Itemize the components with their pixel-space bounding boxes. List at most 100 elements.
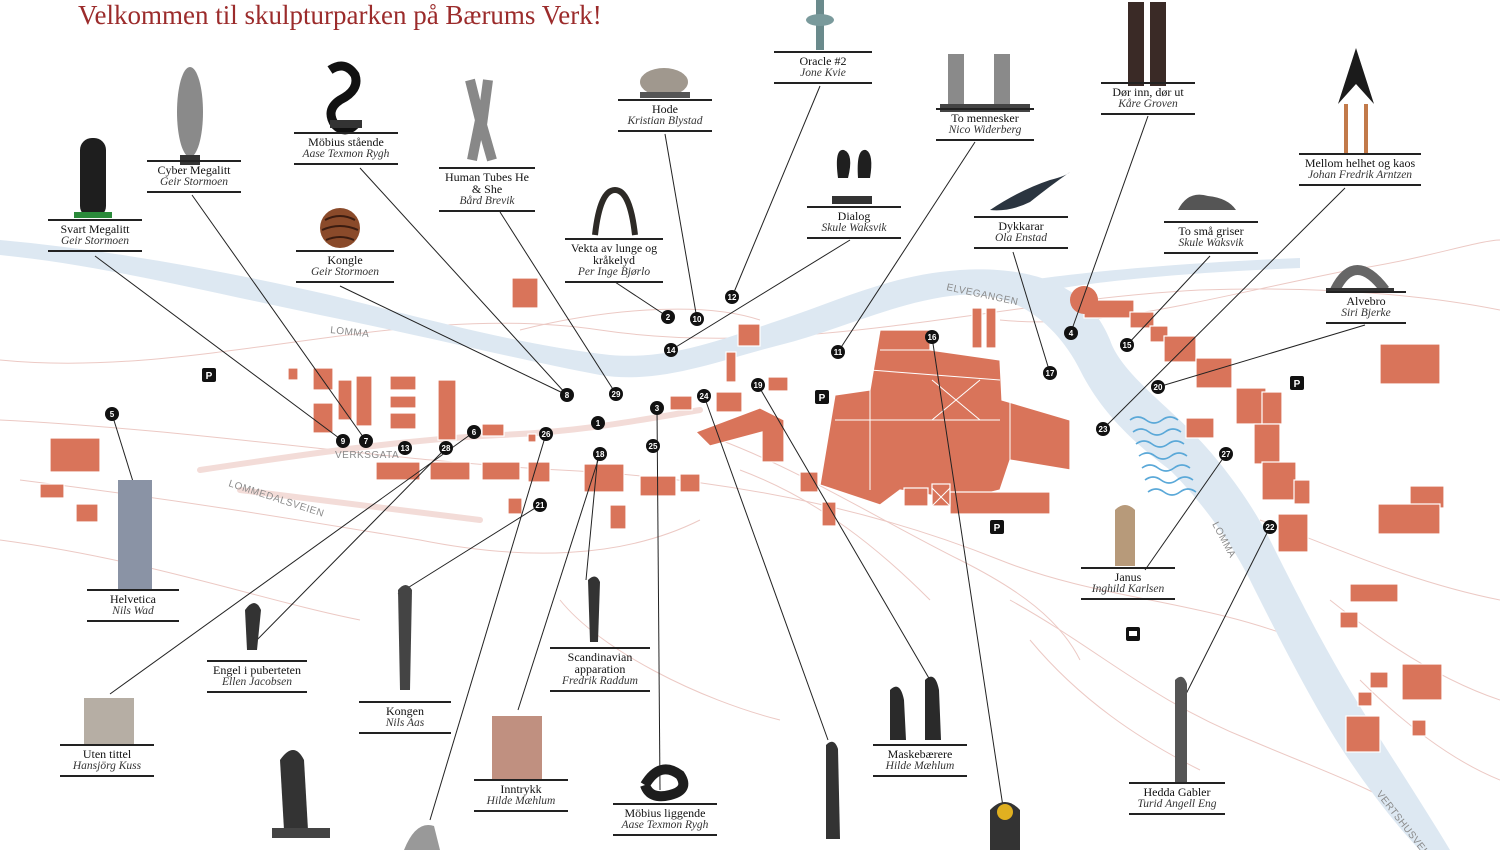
marker-3[interactable]: 3 xyxy=(650,401,664,415)
svg-text:4: 4 xyxy=(1069,329,1074,338)
marker-26[interactable]: 26 xyxy=(539,427,553,441)
label-hode[interactable]: Hode Kristian Blystad xyxy=(618,99,712,132)
marker-18[interactable]: 18 xyxy=(593,447,607,461)
parking-icon[interactable]: P xyxy=(815,390,829,404)
sculpture-artist: Johan Fredrik Arntzen xyxy=(1307,169,1413,181)
label-mellom-helhet-og-kaos[interactable]: Mellom helhet og kaos Johan Fredrik Arnt… xyxy=(1299,153,1421,186)
page-title: Velkommen til skulpturparken på Bærums V… xyxy=(78,0,602,30)
parking-icon[interactable]: P xyxy=(1290,376,1304,390)
marker-29[interactable]: 29 xyxy=(609,387,623,401)
sculpture-name: Dialog xyxy=(837,209,871,223)
marker-11[interactable]: 11 xyxy=(831,345,845,359)
svg-text:18: 18 xyxy=(596,450,605,459)
parking-group[interactable]: P P P P xyxy=(202,368,1304,534)
sculpture-name: Helvetica xyxy=(110,592,156,606)
label-helvetica[interactable]: Helvetica Nils Wad xyxy=(87,589,179,622)
marker-28[interactable]: 28 xyxy=(439,441,453,455)
dykkarar-image xyxy=(990,172,1070,211)
svg-text:29: 29 xyxy=(612,390,621,399)
sculpture-name: Cyber Megalitt xyxy=(157,163,231,177)
label-vekta[interactable]: Vekta av lunge og kråkelyd Per Inge Bjør… xyxy=(565,238,663,283)
label-kongle[interactable]: Kongle Geir Stormoen xyxy=(296,250,394,283)
sculpture-artist: Fredrik Raddum xyxy=(562,675,638,687)
svg-text:24: 24 xyxy=(700,392,709,401)
marker-14[interactable]: 14 xyxy=(664,343,678,357)
svg-text:19: 19 xyxy=(754,381,763,390)
svg-text:P: P xyxy=(1294,379,1301,390)
label-oracle[interactable]: Oracle #2 Jone Kvie xyxy=(774,51,872,84)
label-to-sma-griser[interactable]: To små griser Skule Waksvik xyxy=(1164,221,1258,254)
marker-19[interactable]: 19 xyxy=(751,378,765,392)
label-mobius-staende[interactable]: Möbius stående Aase Texmon Rygh xyxy=(294,132,398,165)
marker-9[interactable]: 9 xyxy=(336,434,350,448)
label-scandinavian-apparation[interactable]: Scandinavian apparation Fredrik Raddum xyxy=(550,647,650,692)
bus-stop-icon[interactable] xyxy=(1126,627,1140,641)
sculpture-name: Inntrykk xyxy=(500,782,542,796)
sculpture-artist: Turid Angell Eng xyxy=(1137,798,1217,810)
marker-5[interactable]: 5 xyxy=(105,407,119,421)
marker-12[interactable]: 12 xyxy=(725,290,739,304)
marker-16[interactable]: 16 xyxy=(925,330,939,344)
label-janus[interactable]: Janus Inghild Karlsen xyxy=(1081,567,1175,600)
marker-10[interactable]: 10 xyxy=(690,312,704,326)
marker-6[interactable]: 6 xyxy=(467,425,481,439)
marker-1[interactable]: 1 xyxy=(591,416,605,430)
sculpture-artist: Kåre Groven xyxy=(1118,98,1178,110)
parking-icon[interactable]: P xyxy=(202,368,216,382)
sculpture-artist: Siri Bjerke xyxy=(1341,307,1391,319)
marker-22[interactable]: 22 xyxy=(1263,520,1277,534)
marker-8[interactable]: 8 xyxy=(560,388,574,402)
label-svart-megalitt[interactable]: Svart Megalitt Geir Stormoen xyxy=(48,219,142,252)
horse-head-image xyxy=(404,825,440,850)
sculpture-artist: Hilde Mæhlum xyxy=(885,760,955,772)
hode-image xyxy=(640,68,688,96)
marker-7[interactable]: 7 xyxy=(359,434,373,448)
sculpture-artist: Aase Texmon Rygh xyxy=(621,819,709,831)
helvetica-image xyxy=(118,480,152,590)
svg-text:1: 1 xyxy=(596,419,601,428)
marker-15[interactable]: 15 xyxy=(1120,338,1134,352)
label-dor-inn-dor-ut[interactable]: Dør inn, dør ut Kåre Groven xyxy=(1101,82,1195,115)
parking-icon[interactable]: P xyxy=(990,520,1004,534)
label-dykkarar[interactable]: Dykkarar Ola Enstad xyxy=(974,216,1068,249)
label-inntrykk[interactable]: Inntrykk Hilde Mæhlum xyxy=(474,779,568,812)
marker-17[interactable]: 17 xyxy=(1043,366,1057,380)
marker-27[interactable]: 27 xyxy=(1219,447,1233,461)
water-waves-icon xyxy=(1129,416,1197,496)
label-cyber-megalitt[interactable]: Cyber Megalitt Geir Stormoen xyxy=(147,160,241,193)
marker-2[interactable]: 2 xyxy=(661,310,675,324)
label-maskebaerere[interactable]: Maskebærere Hilde Mæhlum xyxy=(873,744,967,777)
marker-25[interactable]: 25 xyxy=(646,439,660,453)
sculpture-name: Möbius liggende xyxy=(624,806,706,820)
label-uten-tittel[interactable]: Uten tittel Hansjörg Kuss xyxy=(60,744,154,777)
buildings xyxy=(39,277,1445,753)
terrain-contours xyxy=(0,239,1500,821)
marker-group[interactable]: 2 3 4 5 6 7 8 9 10 11 12 13 14 15 16 17 … xyxy=(105,290,1277,534)
label-alvebro[interactable]: Alvebro Siri Bjerke xyxy=(1326,291,1406,324)
street-label-lomma-west: LOMMA xyxy=(330,325,370,340)
label-to-mennesker[interactable]: To mennesker Nico Widerberg xyxy=(936,108,1034,141)
svg-text:7: 7 xyxy=(364,437,369,446)
label-engel-i-puberteten[interactable]: Engel i puberteten Ellen Jacobsen xyxy=(207,660,307,693)
sculpture-artist: Aase Texmon Rygh xyxy=(302,148,390,160)
svg-text:12: 12 xyxy=(728,293,737,302)
mellom-helhet-image xyxy=(1338,48,1374,104)
label-dialog[interactable]: Dialog Skule Waksvik xyxy=(807,206,901,239)
marker-24[interactable]: 24 xyxy=(697,389,711,403)
svg-text:22: 22 xyxy=(1266,523,1275,532)
sculpture-artist: Geir Stormoen xyxy=(310,266,380,278)
marker-13[interactable]: 13 xyxy=(398,441,412,455)
label-human-tubes[interactable]: Human Tubes He & She Bård Brevik xyxy=(439,167,535,212)
svg-text:26: 26 xyxy=(542,430,551,439)
svg-text:16: 16 xyxy=(928,333,937,342)
label-kongen[interactable]: Kongen Nils Aas xyxy=(359,701,451,734)
marker-21[interactable]: 21 xyxy=(533,498,547,512)
sculpture-name: Hedda Gabler xyxy=(1143,785,1211,799)
marker-23[interactable]: 23 xyxy=(1096,422,1110,436)
marker-4[interactable]: 4 xyxy=(1064,326,1078,340)
svg-text:6: 6 xyxy=(472,428,477,437)
label-mobius-liggende[interactable]: Möbius liggende Aase Texmon Rygh xyxy=(613,803,717,836)
marker-20[interactable]: 20 xyxy=(1151,380,1165,394)
label-hedda-gabler[interactable]: Hedda Gabler Turid Angell Eng xyxy=(1129,782,1225,815)
